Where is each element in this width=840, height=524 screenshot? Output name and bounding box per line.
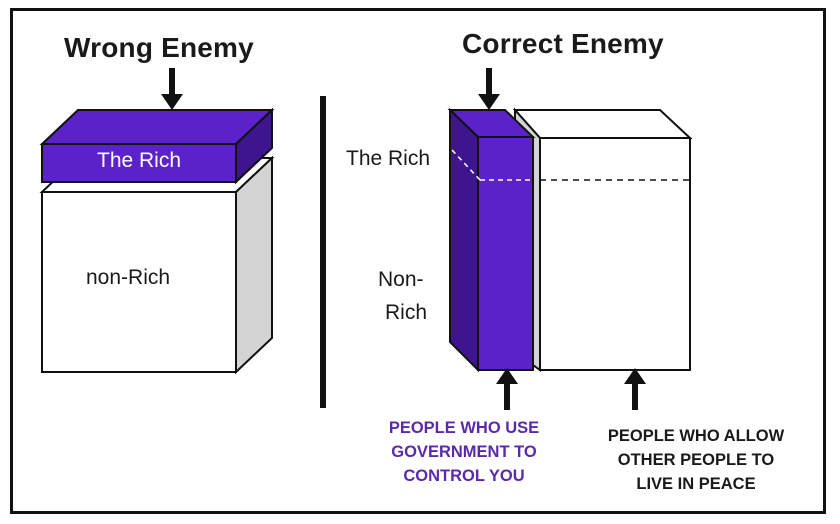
non-rich-block [39, 155, 275, 375]
rich-slab [39, 107, 275, 185]
government-users-caption: PEOPLE WHO USE GOVERNMENT TO CONTROL YOU [372, 416, 556, 488]
peaceful-people-block [512, 107, 693, 372]
caption-line: OTHER PEOPLE TO [617, 451, 775, 469]
non-rich-side-label-line1: Non- [378, 268, 424, 291]
caption-line: PEOPLE WHO USE [388, 419, 540, 437]
up-arrow-icon [624, 368, 646, 410]
vertical-divider [320, 96, 326, 408]
caption-line: PEOPLE WHO ALLOW [607, 427, 785, 445]
government-users-block [447, 107, 536, 373]
down-arrow-icon [161, 68, 183, 110]
peaceful-people-caption: PEOPLE WHO ALLOW OTHER PEOPLE TO LIVE IN… [592, 424, 800, 496]
caption-line: GOVERNMENT TO [391, 443, 537, 461]
up-arrow-icon [496, 368, 518, 410]
rich-slab-label: The Rich [97, 149, 182, 172]
rich-side-label: The Rich [346, 147, 431, 170]
non-rich-side-label-line2: Rich [385, 301, 428, 324]
caption-line: CONTROL YOU [403, 467, 525, 485]
rich-divider-dashed-line [451, 149, 533, 181]
down-arrow-icon [478, 68, 500, 110]
caption-line: LIVE IN PEACE [636, 475, 756, 493]
non-rich-label: non-Rich [86, 266, 171, 289]
wrong-enemy-title: Wrong Enemy [64, 32, 254, 63]
correct-enemy-title: Correct Enemy [462, 28, 664, 59]
